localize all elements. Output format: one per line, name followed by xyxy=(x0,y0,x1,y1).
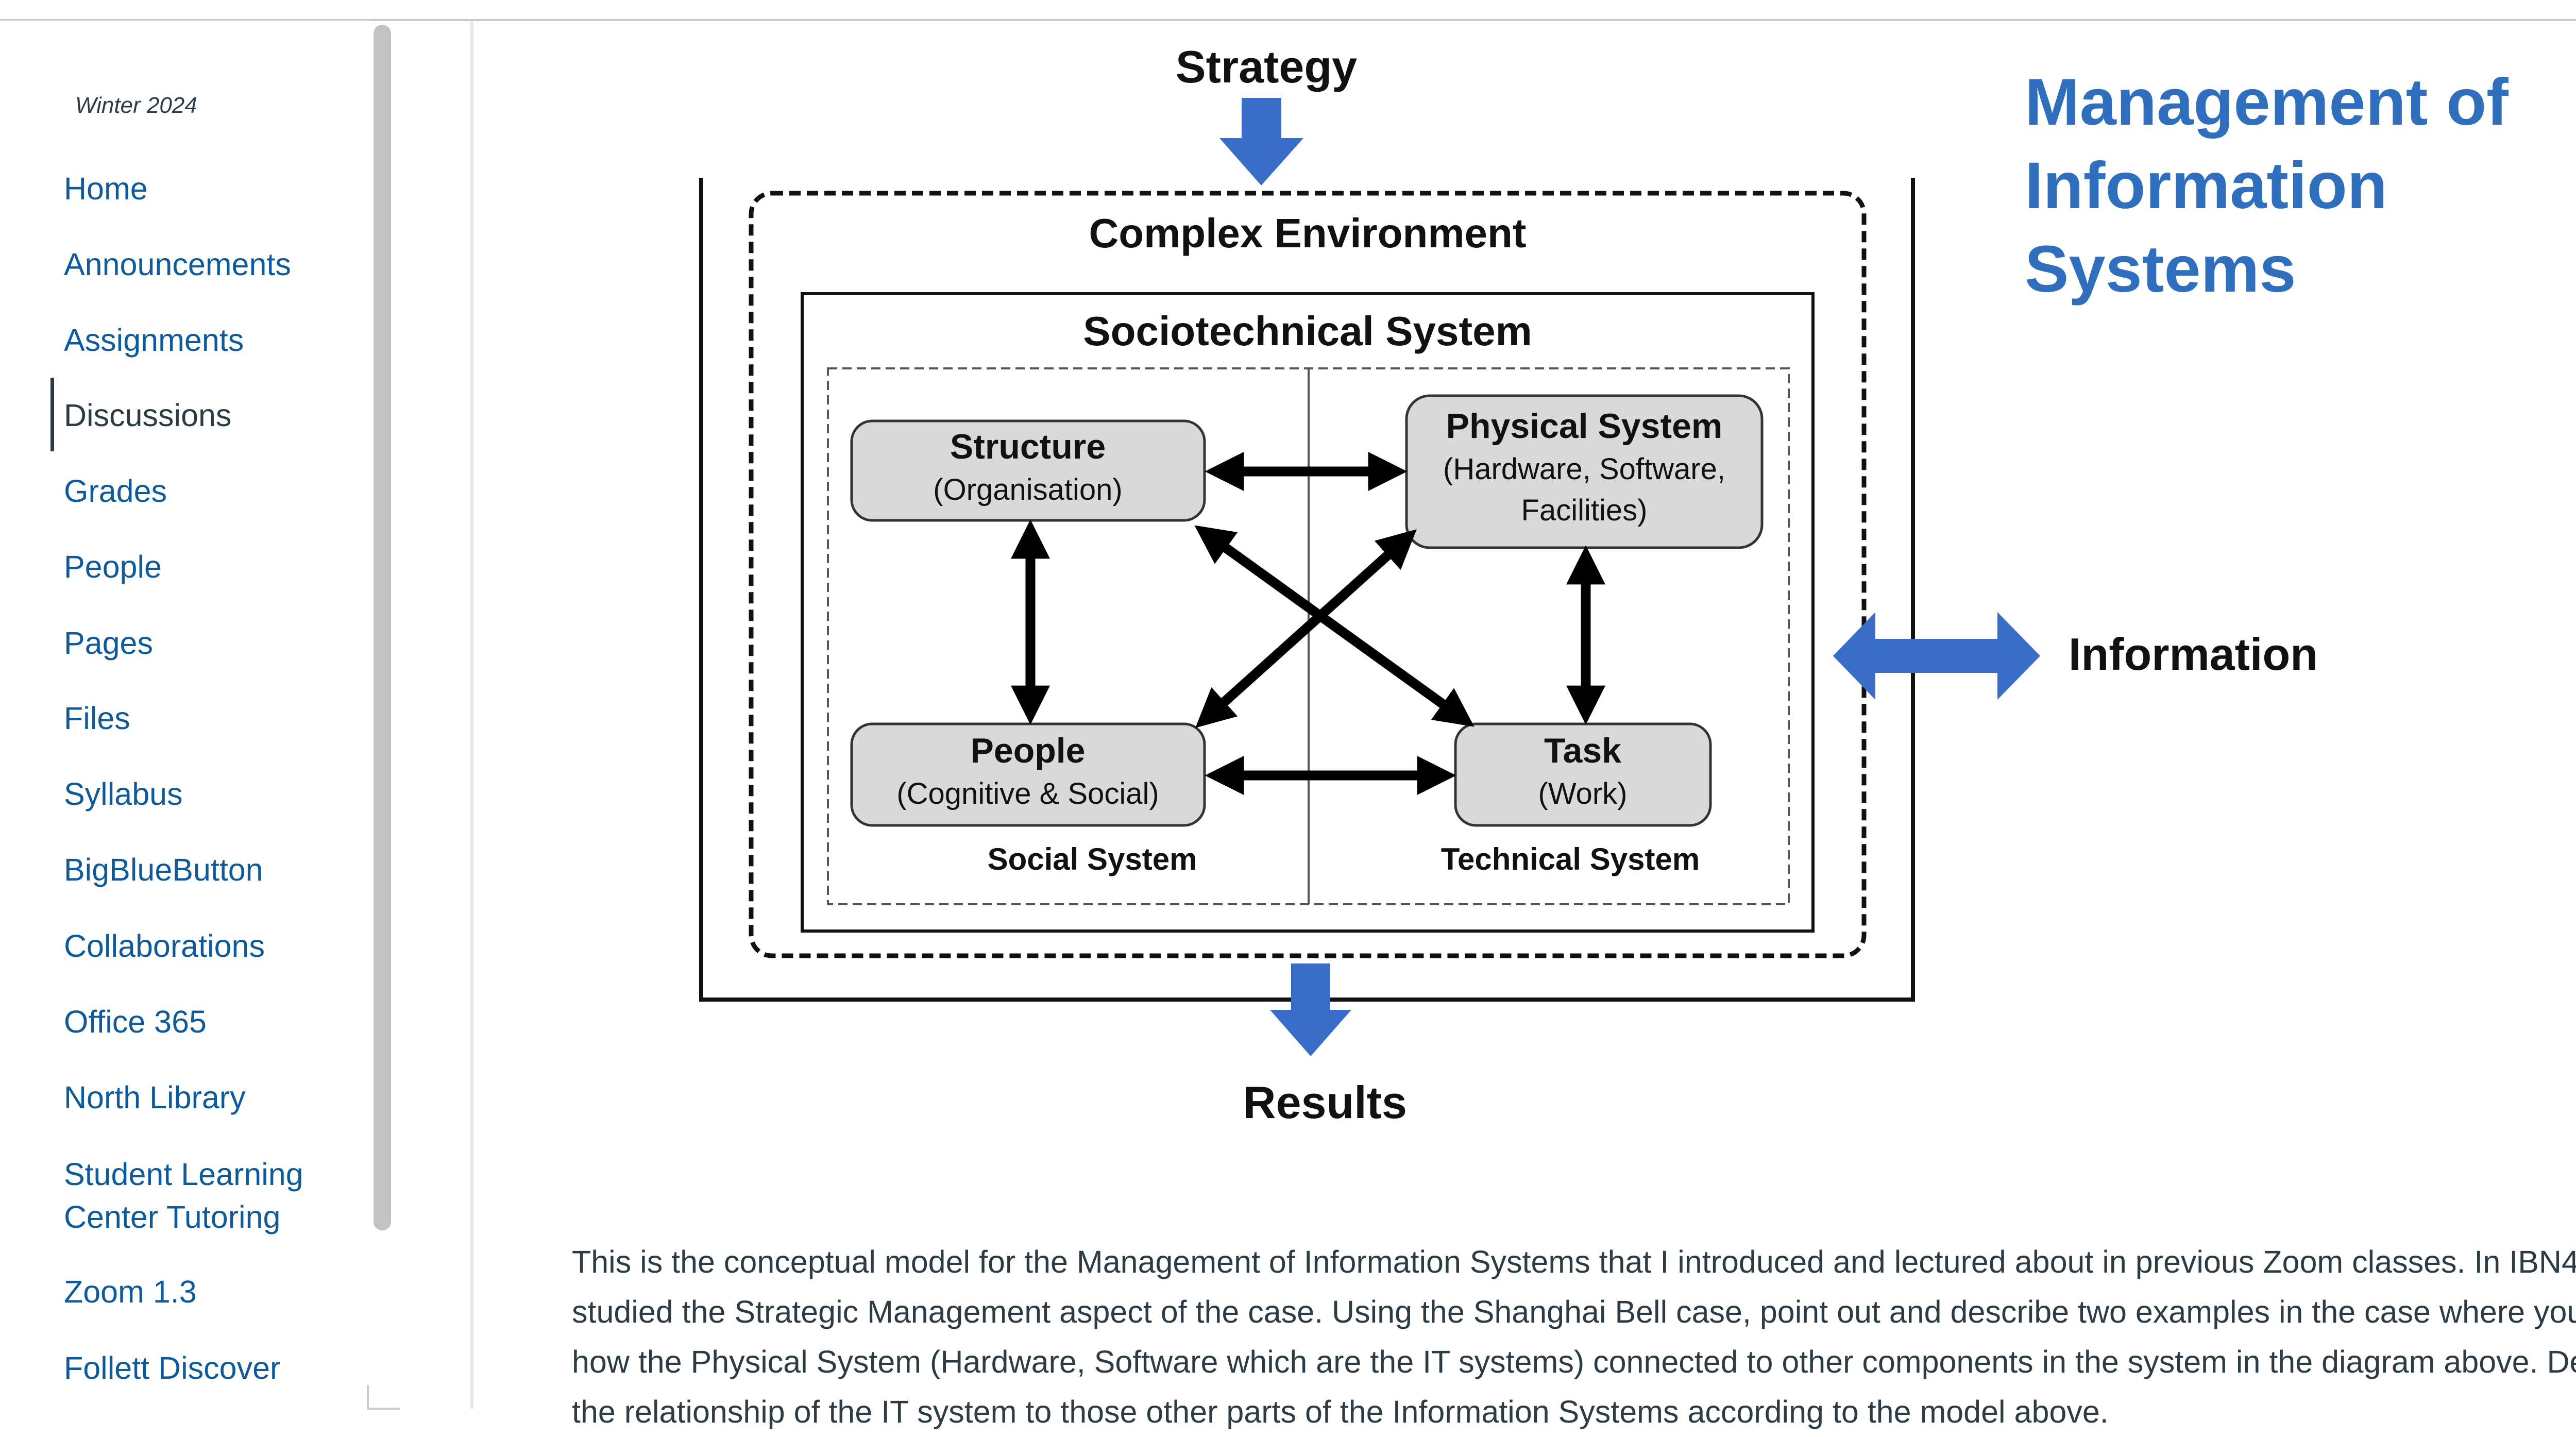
physical-system-title: Physical System xyxy=(1446,407,1723,446)
structure-subtitle: (Organisation) xyxy=(933,473,1122,506)
nav-north-library[interactable]: North Library xyxy=(64,1080,246,1115)
sociotechnical-system-label: Sociotechnical System xyxy=(1083,308,1532,354)
diagram-title: Management of Information Systems xyxy=(2025,65,2509,306)
arrow-people-physical xyxy=(1195,529,1417,728)
discussion-prompt: This is the conceptual model for the Man… xyxy=(572,1244,2576,1429)
strategy-label: Strategy xyxy=(1176,41,1357,92)
people-title: People xyxy=(971,731,1086,770)
nav-bigbluebutton[interactable]: BigBlueButton xyxy=(64,852,263,887)
arrow-structure-task xyxy=(1194,525,1475,727)
nav-office-365[interactable]: Office 365 xyxy=(64,1004,207,1039)
nav-grades[interactable]: Grades xyxy=(64,474,167,509)
sidebar-scrollbar-thumb[interactable] xyxy=(374,25,391,1230)
nav-zoom[interactable]: Zoom 1.3 xyxy=(64,1274,197,1309)
results-label: Results xyxy=(1243,1077,1407,1128)
sidebar-divider xyxy=(470,21,473,1409)
social-system-label: Social System xyxy=(988,842,1197,876)
nav-home[interactable]: Home xyxy=(64,171,148,206)
task-subtitle: (Work) xyxy=(1538,777,1628,810)
physical-system-subtitle-2: Facilities) xyxy=(1521,494,1648,527)
complex-environment-box xyxy=(749,191,1867,958)
nav-people[interactable]: People xyxy=(64,549,162,584)
nav-files[interactable]: Files xyxy=(64,701,130,736)
nav-assignments[interactable]: Assignments xyxy=(64,323,244,358)
sociotechnical-diagram: Strategy Complex Environment Sociotechni… xyxy=(699,41,2318,1128)
active-indicator xyxy=(50,378,54,451)
task-title: Task xyxy=(1544,731,1621,770)
results-arrow xyxy=(1270,963,1351,1056)
strategy-arrow xyxy=(1219,98,1303,185)
nav-collaborations[interactable]: Collaborations xyxy=(64,928,265,963)
physical-system-subtitle-1: (Hardware, Software, xyxy=(1443,452,1725,486)
nav-discussions[interactable]: Discussions xyxy=(64,398,232,433)
people-subtitle: (Cognitive & Social) xyxy=(896,777,1159,810)
technical-system-label: Technical System xyxy=(1441,842,1700,876)
resize-corner-icon xyxy=(367,1385,400,1410)
nav-announcements[interactable]: Announcements xyxy=(64,247,291,282)
nav-syllabus[interactable]: Syllabus xyxy=(64,776,183,812)
information-label: Information xyxy=(2069,629,2318,680)
top-border xyxy=(0,0,2576,21)
nav-follett-discover[interactable]: Follett Discover xyxy=(64,1350,281,1385)
sociotechnical-box xyxy=(801,292,1815,933)
course-term: Winter 2024 xyxy=(75,93,197,118)
nav-student-learning-center-tutoring[interactable]: Student Learning Center Tutoring xyxy=(64,1157,303,1235)
course-navigation: Winter 2024 Home Announcements Assignmen… xyxy=(0,21,371,1409)
nav-pages[interactable]: Pages xyxy=(64,625,153,661)
information-arrow xyxy=(1833,612,2040,700)
structure-title: Structure xyxy=(950,427,1106,466)
complex-environment-label: Complex Environment xyxy=(1089,210,1526,256)
outer-frame xyxy=(699,178,1915,1002)
